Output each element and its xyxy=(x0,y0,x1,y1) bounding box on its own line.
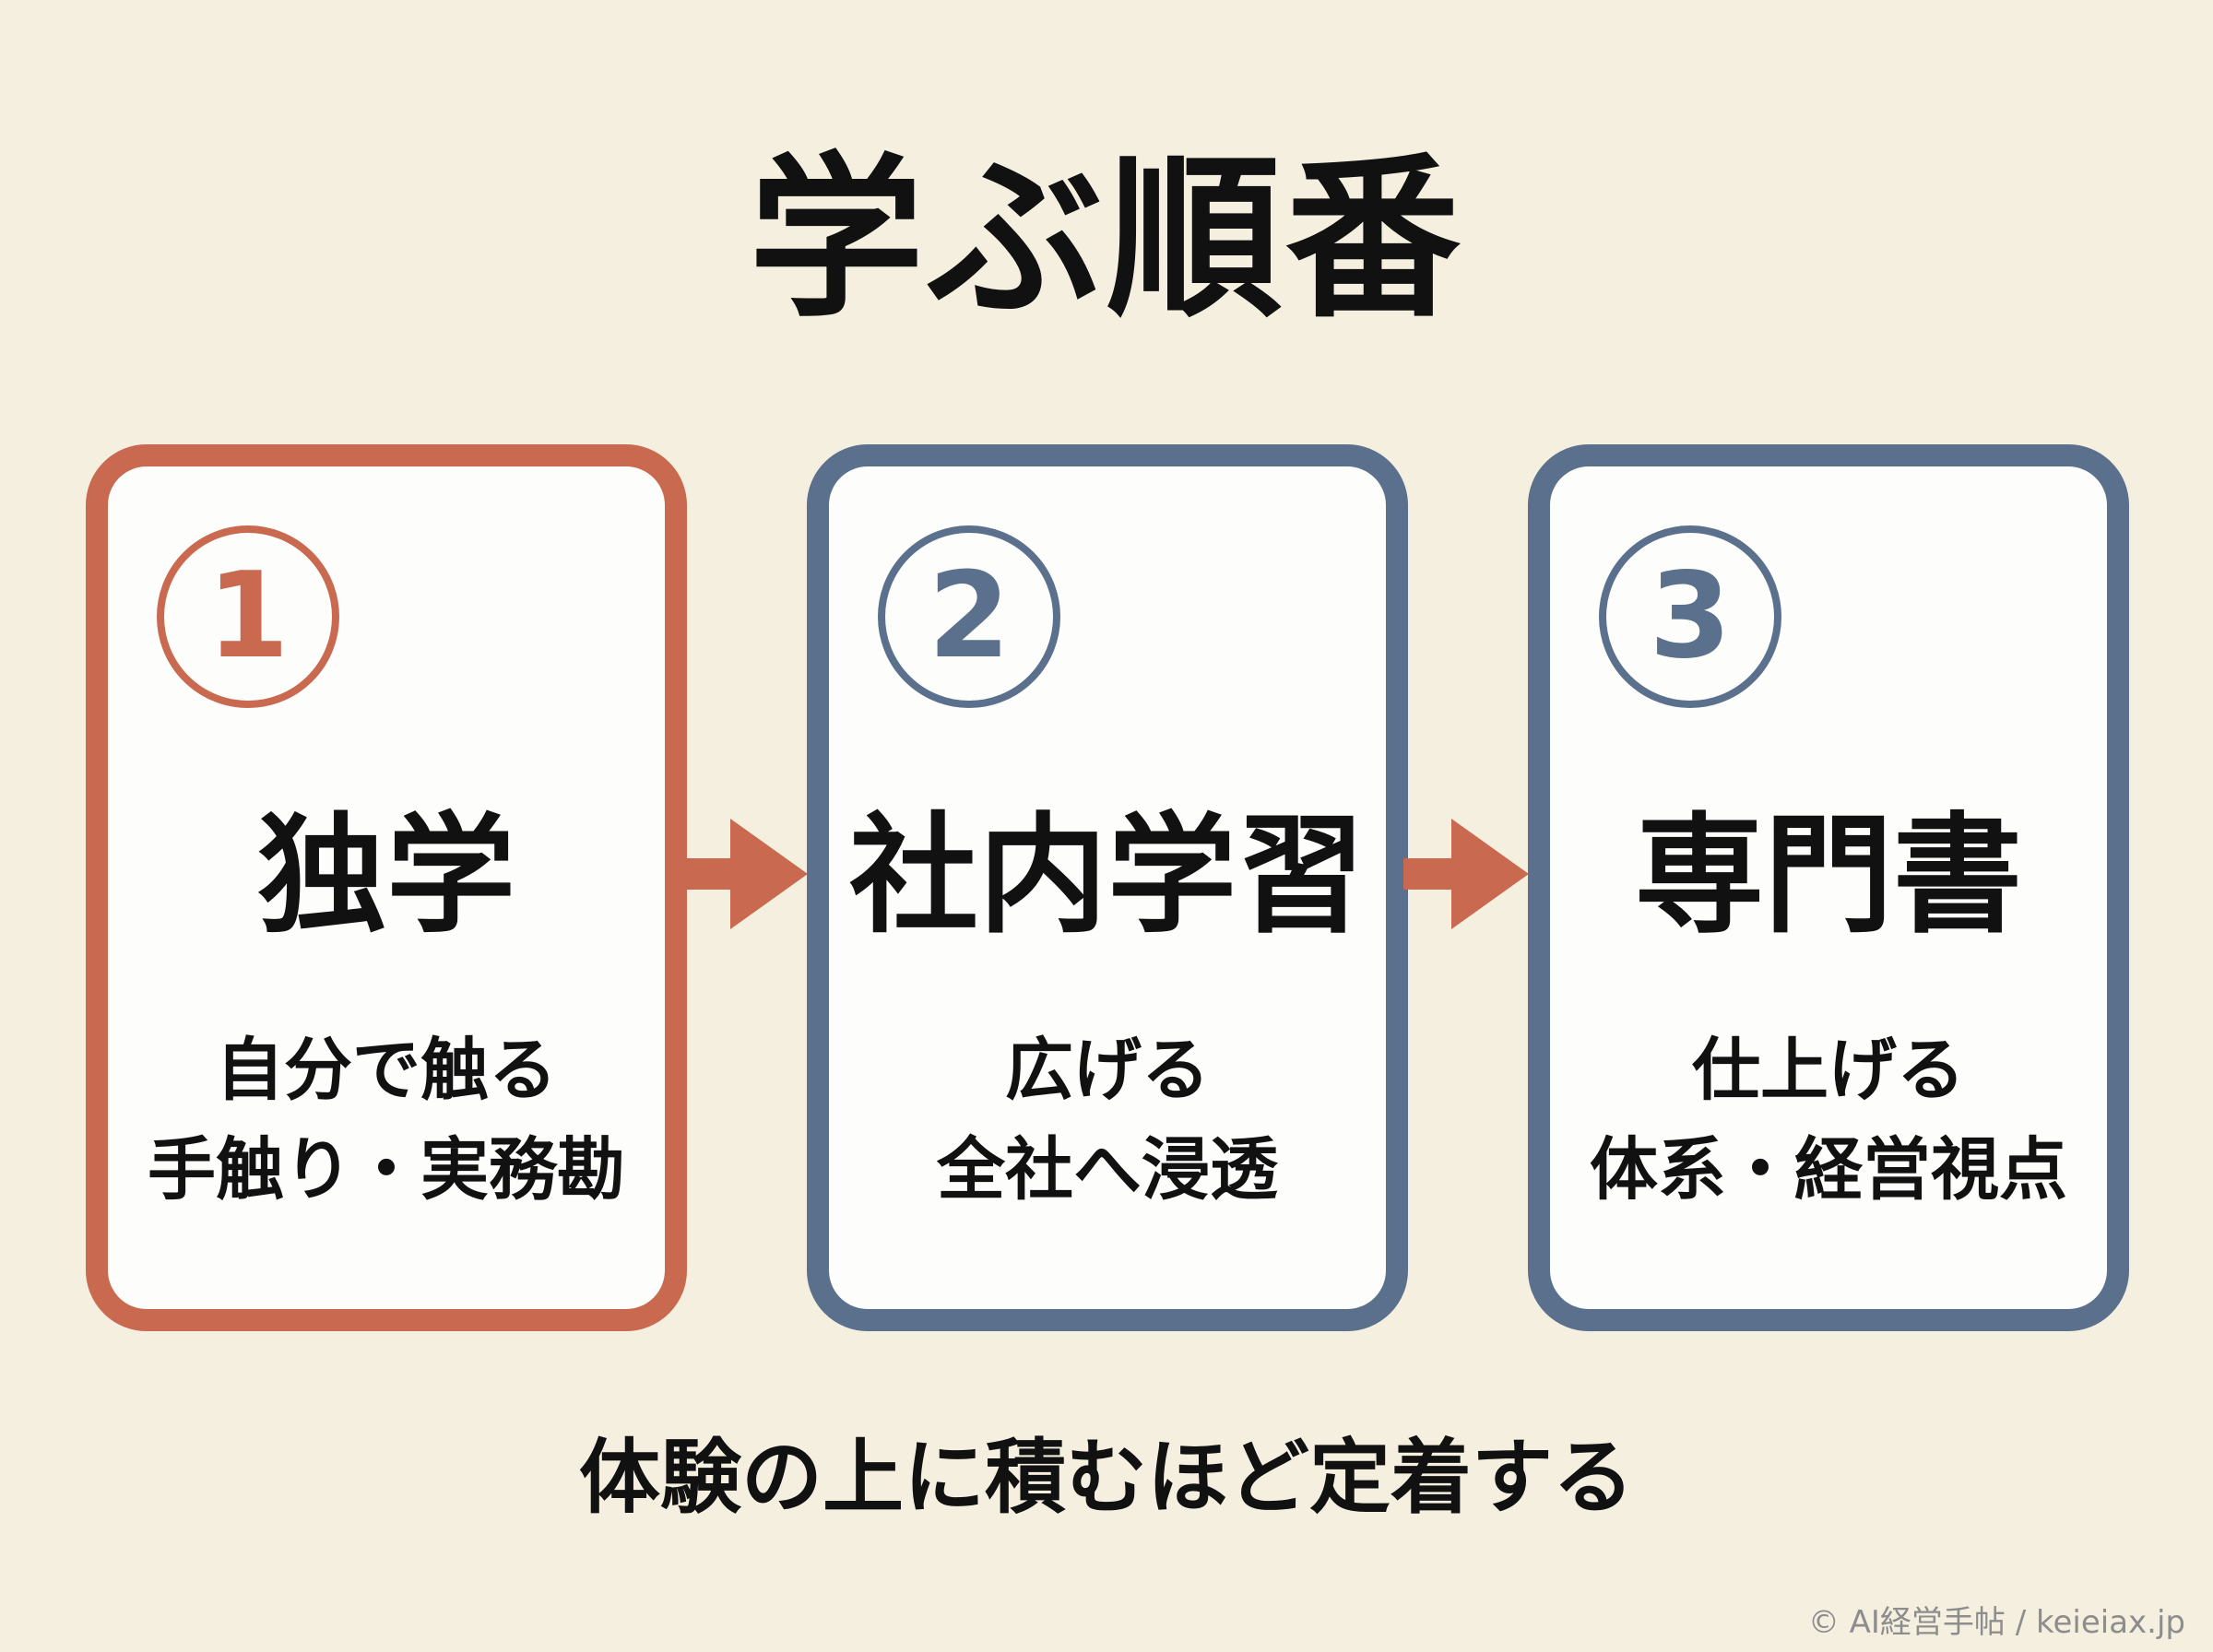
right-arrow-icon xyxy=(1403,819,1529,929)
step-number-badge: 1 xyxy=(157,525,339,708)
step-heading: 社内学習 xyxy=(848,801,1366,951)
step-number-badge: 2 xyxy=(878,525,1060,708)
step-number-badge: 3 xyxy=(1599,525,1781,708)
step-detail: 全社へ浸透 xyxy=(937,1130,1278,1210)
step-card-1: 1 独学 自分で触る 手触り・実務勘 xyxy=(86,444,687,1331)
step-description: 自分で触る xyxy=(216,1031,557,1110)
page-title: 学ぶ順番 xyxy=(748,137,1464,341)
step-heading: 独学 xyxy=(256,801,515,951)
step-card-2: 2 社内学習 広げる 全社へ浸透 xyxy=(807,444,1408,1331)
step-description: 仕上げる xyxy=(1692,1031,1965,1110)
step-description: 広げる xyxy=(1005,1031,1210,1110)
step-detail: 手触り・実務勘 xyxy=(148,1130,625,1210)
copyright-credit: © AI経営手帖 / keieiax.jp xyxy=(1807,1604,2185,1641)
right-arrow-icon xyxy=(682,819,808,929)
step-card-3: 3 専門書 仕上げる 体系・経営視点 xyxy=(1528,444,2129,1331)
step-heading: 専門書 xyxy=(1634,801,2022,951)
footer-message: 体験の上に積むほど定着する xyxy=(578,1430,1634,1525)
step-detail: 体系・経営視点 xyxy=(1590,1130,2067,1210)
